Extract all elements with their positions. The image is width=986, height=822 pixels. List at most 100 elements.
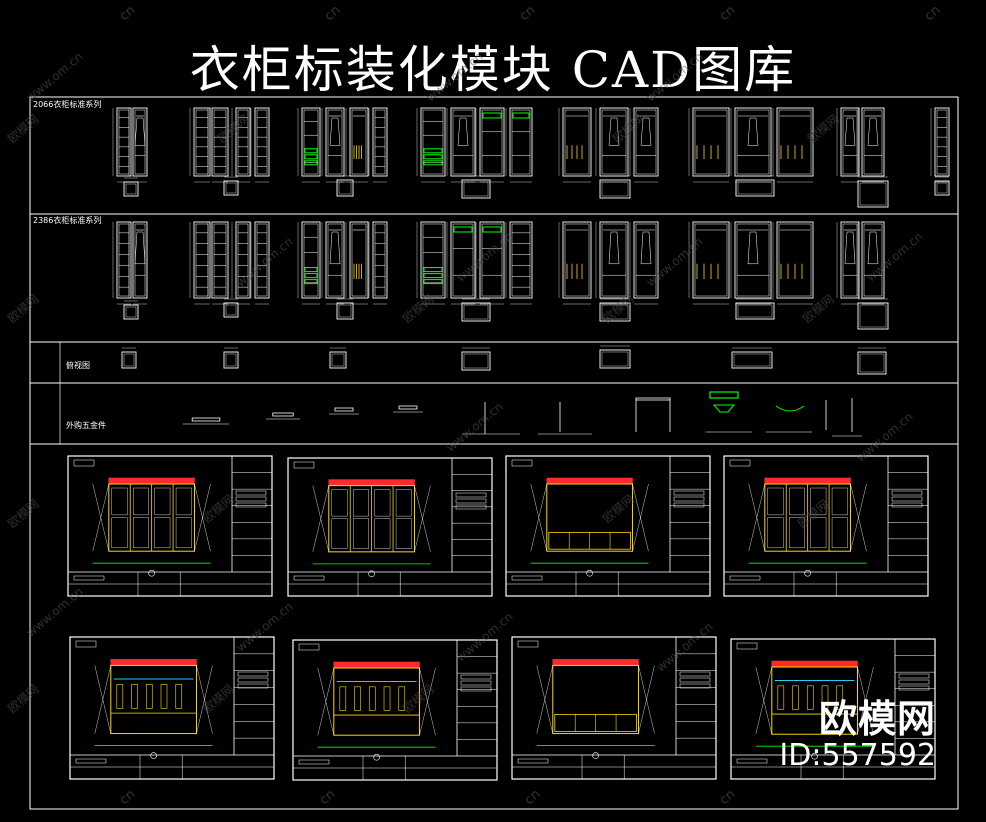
sheet-tag: [729, 459, 751, 467]
title-block-text: [891, 502, 923, 508]
row-label-2386: 2386衣柜标准系列: [33, 216, 102, 225]
garment: [383, 686, 391, 711]
wardrobe-inner: [601, 223, 627, 297]
top-view-box: [329, 351, 347, 369]
side-panel: [94, 665, 111, 734]
top-view-box-inner: [601, 304, 629, 320]
wardrobe-inner: [778, 223, 812, 297]
drawer-highlight: [304, 160, 318, 166]
wardrobe-unit: [776, 221, 814, 299]
wardrobe-unit: [349, 221, 369, 299]
drawing-sheet: [505, 455, 711, 597]
wardrobe-unit: [116, 221, 132, 299]
garment-outline: [329, 231, 341, 265]
wardrobe-inner: [694, 109, 728, 175]
garment: [131, 684, 138, 709]
door-panel: [374, 489, 391, 517]
cornice-highlight: [764, 477, 851, 485]
drawing-sheet: [67, 455, 273, 597]
wardrobe-unit: [450, 221, 476, 299]
drawing-sheet: [511, 636, 717, 780]
door-panel: [831, 517, 848, 549]
wardrobe-inner: [195, 223, 209, 297]
garment: [821, 685, 829, 710]
section-marker: [586, 569, 593, 577]
top-view-box-inner: [225, 182, 237, 194]
wardrobe-inner: [511, 223, 531, 297]
title-block-text: [235, 502, 267, 508]
title-block-text: [235, 496, 267, 502]
wardrobe-inner: [422, 109, 444, 175]
wardrobe-inner: [351, 223, 367, 297]
top-view-box-inner: [859, 182, 887, 206]
door-panel: [154, 517, 171, 549]
wardrobe-unit: [509, 221, 533, 299]
page-title: 衣柜标装化模块 CAD图库: [189, 41, 797, 99]
cornice-highlight: [552, 659, 639, 666]
garment-outline: [329, 117, 341, 146]
cornice-highlight: [108, 477, 195, 485]
hardware-part: [635, 397, 671, 401]
side-panel: [312, 485, 329, 552]
door-panel: [175, 517, 192, 549]
door-panel: [154, 487, 171, 516]
drawer-highlight: [423, 267, 443, 273]
drawing-sheet: [730, 638, 936, 780]
wardrobe-unit: [479, 221, 505, 299]
top-view-box: [123, 304, 139, 320]
door-panel: [810, 487, 827, 516]
drawing-sheet: [723, 455, 929, 597]
wardrobe-inner: [863, 223, 883, 297]
wardrobe-inner: [635, 109, 657, 175]
title-block-text: [237, 671, 269, 677]
title-block-text: [511, 575, 543, 581]
drawer-highlight: [304, 279, 318, 285]
hardware-highlight: [775, 405, 805, 412]
title-block-text: [293, 575, 325, 581]
wardrobe-unit: [840, 221, 860, 299]
title-block-text: [298, 759, 330, 765]
garment-outline: [867, 117, 879, 146]
title-block-text: [891, 490, 923, 496]
section-marker: [373, 753, 380, 761]
top-view-box-inner: [125, 306, 137, 318]
garment-outline: [867, 231, 879, 265]
title-block-text: [729, 575, 761, 581]
wardrobe-unit: [633, 221, 659, 299]
sheet-tag: [517, 640, 539, 648]
title-block-text: [455, 498, 487, 504]
top-view-box-inner: [338, 181, 352, 195]
wardrobe-unit: [861, 107, 885, 177]
garment: [836, 685, 844, 710]
brand-logo: 欧模网: [818, 697, 936, 741]
section-marker: [804, 569, 811, 577]
garment: [145, 684, 153, 709]
top-view-box-inner: [601, 351, 629, 367]
wardrobe-inner: [635, 223, 657, 297]
top-view-box: [731, 351, 773, 369]
door-panel: [111, 517, 128, 549]
door-panel: [810, 517, 827, 549]
wardrobe-inner: [327, 109, 343, 175]
side-panel: [857, 666, 874, 735]
door-panel: [331, 518, 348, 549]
wardrobe-unit: [420, 221, 446, 299]
wardrobe-inner: [118, 109, 130, 175]
top-view-box: [857, 180, 889, 208]
wardrobe-inner: [564, 109, 590, 175]
title-block-text: [736, 758, 768, 764]
row-label-hardware: 外购五金件: [66, 421, 106, 430]
title-block-text: [237, 677, 269, 683]
door-panel: [395, 489, 412, 517]
wardrobe-unit: [301, 107, 321, 177]
wardrobe-inner: [351, 109, 367, 175]
garment: [160, 684, 168, 709]
wardrobe-inner: [736, 223, 770, 297]
wardrobe-unit: [372, 221, 388, 299]
wardrobe-inner: [303, 223, 319, 297]
sheet-tag: [293, 461, 315, 469]
wardrobe-unit: [193, 221, 211, 299]
door-panel: [374, 518, 391, 549]
title-block-text: [673, 496, 705, 502]
side-panel: [638, 665, 655, 734]
